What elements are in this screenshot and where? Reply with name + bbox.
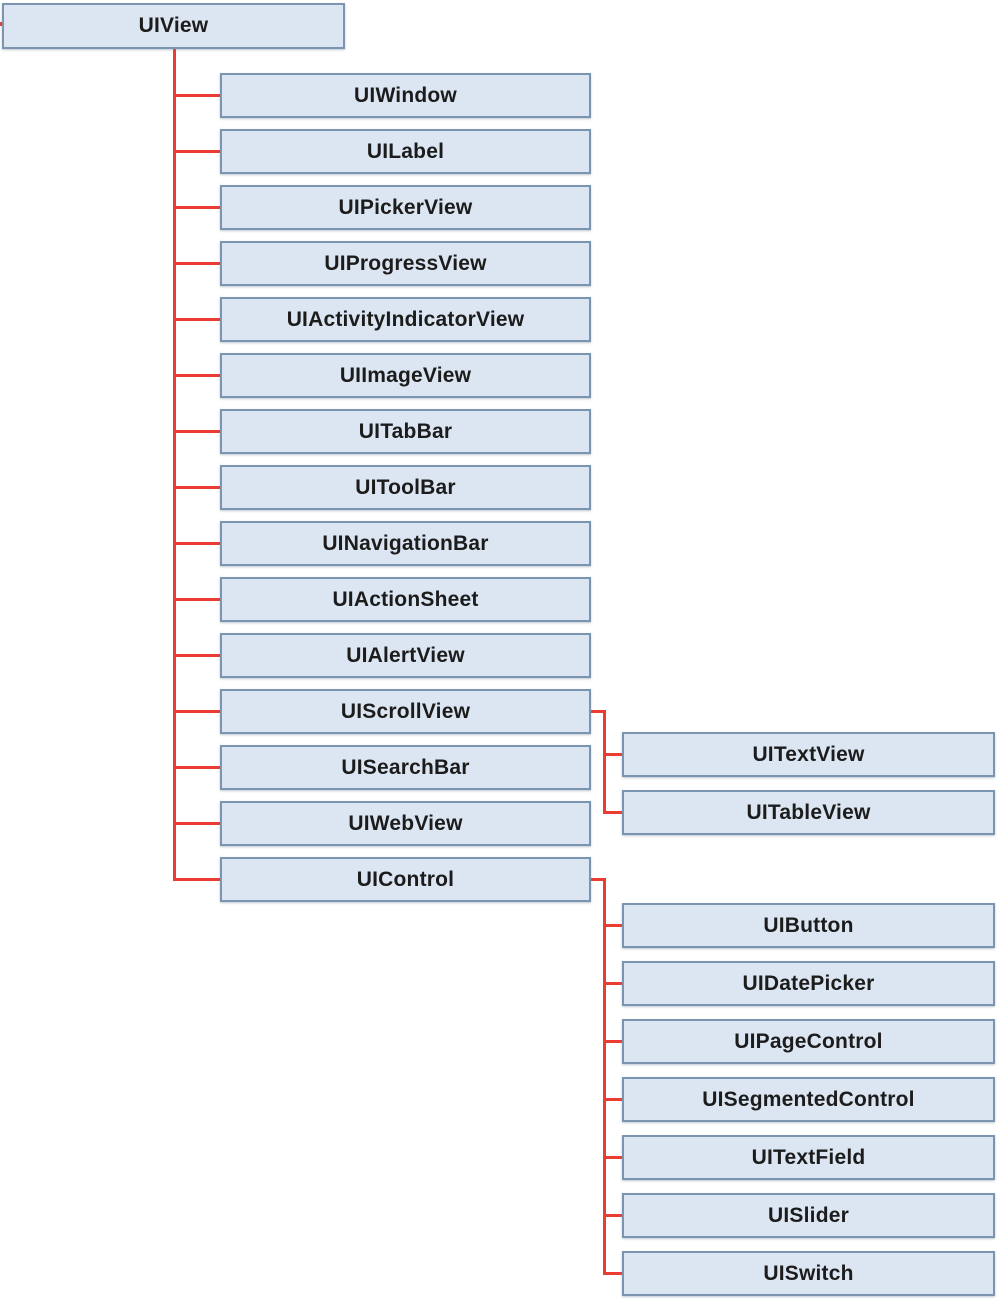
connector-uiview-trunk bbox=[173, 49, 176, 881]
node-label-uipickerview: UIPickerView bbox=[338, 195, 473, 219]
node-label-uialertview: UIAlertView bbox=[346, 643, 465, 667]
node-uiimageview: UIImageView bbox=[220, 353, 591, 398]
node-uiview: UIView bbox=[2, 3, 345, 49]
node-label-uisegmentedcontrol: UISegmentedControl bbox=[702, 1087, 915, 1111]
connector-stub-uipagecontrol bbox=[603, 1040, 622, 1043]
connector-stub-uitextfield bbox=[603, 1156, 622, 1159]
connector-root-parent-stub bbox=[0, 22, 3, 26]
node-uinavigationbar: UINavigationBar bbox=[220, 521, 591, 566]
connector-stub-uidatepicker bbox=[603, 982, 622, 985]
node-uisegmentedcontrol: UISegmentedControl bbox=[622, 1077, 995, 1122]
connector-uiscrollview-out bbox=[591, 710, 606, 713]
connector-uicontrol-out bbox=[591, 878, 606, 881]
connector-stub-uiswitch bbox=[603, 1272, 622, 1275]
node-uipickerview: UIPickerView bbox=[220, 185, 591, 230]
connector-stub-uibutton bbox=[603, 924, 622, 927]
node-label-uiactivityindicatorview: UIActivityIndicatorView bbox=[286, 307, 525, 331]
node-uiswitch: UISwitch bbox=[622, 1251, 995, 1296]
node-uiwebview: UIWebView bbox=[220, 801, 591, 846]
node-label-uitextview: UITextView bbox=[752, 742, 865, 766]
node-uidatepicker: UIDatePicker bbox=[622, 961, 995, 1006]
node-uiwindow: UIWindow bbox=[220, 73, 591, 118]
connector-stub-uipickerview bbox=[173, 206, 220, 209]
node-label-uiscrollview: UIScrollView bbox=[340, 699, 471, 723]
node-uibutton: UIButton bbox=[622, 903, 995, 948]
connector-stub-uitabbar bbox=[173, 430, 220, 433]
node-uicontrol: UIControl bbox=[220, 857, 591, 902]
connector-stub-uicontrol bbox=[173, 878, 220, 881]
node-uipagecontrol: UIPageControl bbox=[622, 1019, 995, 1064]
node-label-uitextfield: UITextField bbox=[751, 1145, 866, 1169]
connector-uiscrollview-trunk bbox=[603, 710, 606, 814]
node-label-uiimageview: UIImageView bbox=[339, 363, 472, 387]
node-label-uiprogressview: UIProgressView bbox=[324, 251, 487, 275]
node-label-uibutton: UIButton bbox=[763, 913, 854, 937]
node-label-uislider: UISlider bbox=[768, 1203, 849, 1227]
connector-stub-uisegmentedcontrol bbox=[603, 1098, 622, 1101]
node-label-uidatepicker: UIDatePicker bbox=[742, 971, 875, 995]
node-label-uiswitch: UISwitch bbox=[763, 1261, 854, 1285]
node-uialertview: UIAlertView bbox=[220, 633, 591, 678]
node-uiactionsheet: UIActionSheet bbox=[220, 577, 591, 622]
node-label-uiview: UIView bbox=[138, 14, 209, 37]
node-label-uinavigationbar: UINavigationBar bbox=[322, 531, 489, 555]
connector-stub-uisearchbar bbox=[173, 766, 220, 769]
connector-uicontrol-trunk bbox=[603, 878, 606, 1275]
node-label-uicontrol: UIControl bbox=[356, 867, 455, 891]
node-uiactivityindicatorview: UIActivityIndicatorView bbox=[220, 297, 591, 342]
node-uitoolbar: UIToolBar bbox=[220, 465, 591, 510]
connector-stub-uiscrollview bbox=[173, 710, 220, 713]
node-label-uitabbar: UITabBar bbox=[358, 419, 453, 443]
connector-stub-uiactionsheet bbox=[173, 598, 220, 601]
node-uitabbar: UITabBar bbox=[220, 409, 591, 454]
node-label-uitoolbar: UIToolBar bbox=[355, 475, 456, 499]
node-label-uipagecontrol: UIPageControl bbox=[734, 1029, 883, 1053]
node-label-uiwindow: UIWindow bbox=[354, 83, 457, 107]
node-uitableview: UITableView bbox=[622, 790, 995, 835]
connector-stub-uiprogressview bbox=[173, 262, 220, 265]
node-uitextview: UITextView bbox=[622, 732, 995, 777]
connector-stub-uislider bbox=[603, 1214, 622, 1217]
connector-stub-uitextview bbox=[603, 753, 622, 756]
connector-stub-uitoolbar bbox=[173, 486, 220, 489]
connector-stub-uiactivityindicatorview bbox=[173, 318, 220, 321]
connector-stub-uilabel bbox=[173, 150, 220, 153]
node-uilabel: UILabel bbox=[220, 129, 591, 174]
node-uitextfield: UITextField bbox=[622, 1135, 995, 1180]
connector-stub-uialertview bbox=[173, 654, 220, 657]
node-uisearchbar: UISearchBar bbox=[220, 745, 591, 790]
connector-stub-uitableview bbox=[603, 811, 622, 814]
node-label-uiwebview: UIWebView bbox=[348, 811, 463, 835]
node-uiscrollview: UIScrollView bbox=[220, 689, 591, 734]
connector-stub-uiwindow bbox=[173, 94, 220, 97]
node-uislider: UISlider bbox=[622, 1193, 995, 1238]
node-label-uiactionsheet: UIActionSheet bbox=[332, 587, 479, 611]
node-label-uisearchbar: UISearchBar bbox=[341, 755, 470, 779]
node-label-uitableview: UITableView bbox=[746, 800, 871, 824]
connector-stub-uiimageview bbox=[173, 374, 220, 377]
connector-stub-uiwebview bbox=[173, 822, 220, 825]
node-label-uilabel: UILabel bbox=[366, 139, 445, 163]
node-uiprogressview: UIProgressView bbox=[220, 241, 591, 286]
connector-stub-uinavigationbar bbox=[173, 542, 220, 545]
